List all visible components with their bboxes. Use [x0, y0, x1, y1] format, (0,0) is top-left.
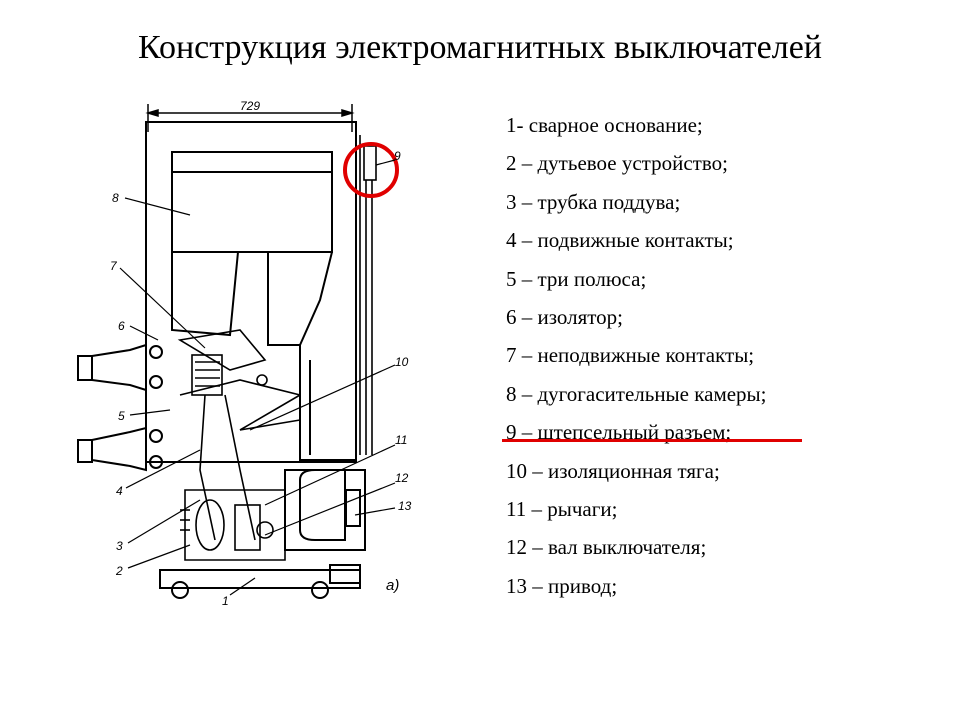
callout-9: 9 [394, 149, 401, 163]
page-title: Конструкция электромагнитных выключателе… [138, 29, 822, 66]
callout-13: 13 [398, 499, 412, 513]
callout-5: 5 [118, 409, 125, 423]
leader-lines [119, 159, 396, 596]
highlight-underline [502, 439, 802, 442]
legend-item: 1- сварное основание; [506, 113, 703, 137]
contact-mechanism [177, 329, 301, 541]
base-frame [159, 564, 361, 599]
legend-item: 9 – штепсельный разъем; [506, 420, 732, 445]
callout-8: 8 [112, 191, 119, 205]
callout-6: 6 [118, 319, 125, 333]
callout-3: 3 [116, 539, 123, 553]
legend-item: 6 – изолятор; [506, 304, 624, 329]
breaker-diagram: 7 2 9 [77, 99, 412, 608]
legend-item: 2 – дутьевое устройство; [506, 151, 728, 176]
callout-1: 1 [222, 594, 229, 608]
insulators [77, 343, 163, 472]
callout-4: 4 [116, 484, 123, 498]
callout-10: 10 [395, 355, 409, 369]
legend-list: 1- сварное основание; 2 – дутьевое устро… [506, 106, 946, 605]
dimension-line [145, 104, 355, 132]
legend-item: 11 – рычаги; [506, 496, 618, 521]
blower-and-shaft [180, 489, 286, 561]
callout-2: 2 [115, 564, 123, 578]
diagram-caption: а) [386, 577, 399, 594]
legend-item: 12 – вал выключателя; [506, 535, 707, 560]
legend-item: 10 – изоляционная тяга; [506, 458, 720, 483]
drive-unit [284, 469, 366, 551]
legend-item: 13 – привод; [506, 573, 618, 598]
legend-item: 5 – три полюса; [506, 266, 647, 291]
callout-7: 7 [110, 259, 118, 273]
legend-item: 3 – трубка поддува; [506, 189, 681, 214]
callout-12: 12 [395, 471, 409, 485]
dimension-label: 729 [240, 99, 260, 113]
legend-item: 8 – дугогасительные камеры; [506, 381, 767, 406]
legend-item: 7 – неподвижные контакты; [506, 343, 755, 368]
legend-item: 4 – подвижные контакты; [506, 228, 734, 253]
callout-11: 11 [395, 433, 407, 447]
cabinet-body [145, 121, 357, 463]
connector-highlight-circle [343, 142, 399, 198]
callout-labels: 1 2 3 4 5 6 7 8 9 10 11 12 13 а) [110, 149, 412, 608]
plug-connector [359, 135, 377, 455]
